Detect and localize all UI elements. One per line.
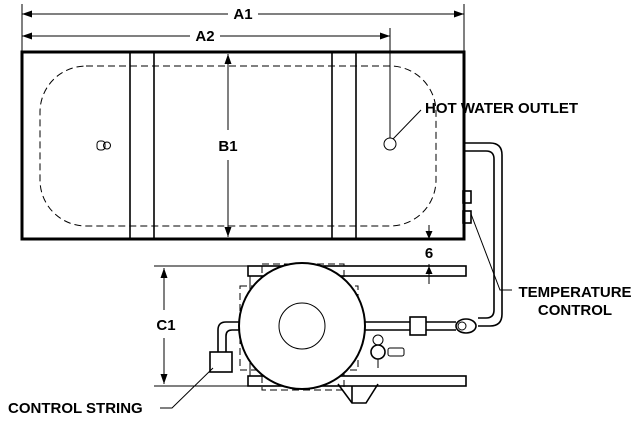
dimension-six: 6 — [425, 225, 433, 284]
control-box — [209, 351, 233, 373]
control-string-label: CONTROL STRING — [8, 400, 143, 417]
hot-water-outlet-port — [383, 137, 397, 151]
dimension-b1: B1 — [218, 54, 238, 237]
temperature-control-label-line1: TEMPERATURE — [518, 284, 631, 301]
hot-water-outlet-label: HOT WATER OUTLET — [425, 100, 578, 117]
connecting-pipe — [462, 142, 503, 327]
dimension-label-a2: A2 — [195, 28, 214, 45]
temperature-control-callout: TEMPERATURE CONTROL — [470, 213, 632, 319]
dimension-label-c1: C1 — [156, 317, 175, 334]
left-fitting — [96, 140, 111, 151]
pump-assembly — [209, 262, 477, 404]
temperature-control-label-line2: CONTROL — [538, 302, 612, 319]
dimension-c1: C1 — [154, 265, 262, 387]
dimension-a2: A2 — [22, 28, 391, 138]
dimension-label-a1: A1 — [233, 6, 252, 23]
tank — [20, 50, 466, 241]
dimension-label-b1: B1 — [218, 138, 237, 155]
dimension-label-6: 6 — [425, 245, 433, 262]
control-string-callout: CONTROL STRING — [8, 367, 214, 417]
hot-water-outlet-callout: HOT WATER OUTLET — [392, 100, 578, 140]
dimension-a1: A1 — [21, 4, 465, 52]
